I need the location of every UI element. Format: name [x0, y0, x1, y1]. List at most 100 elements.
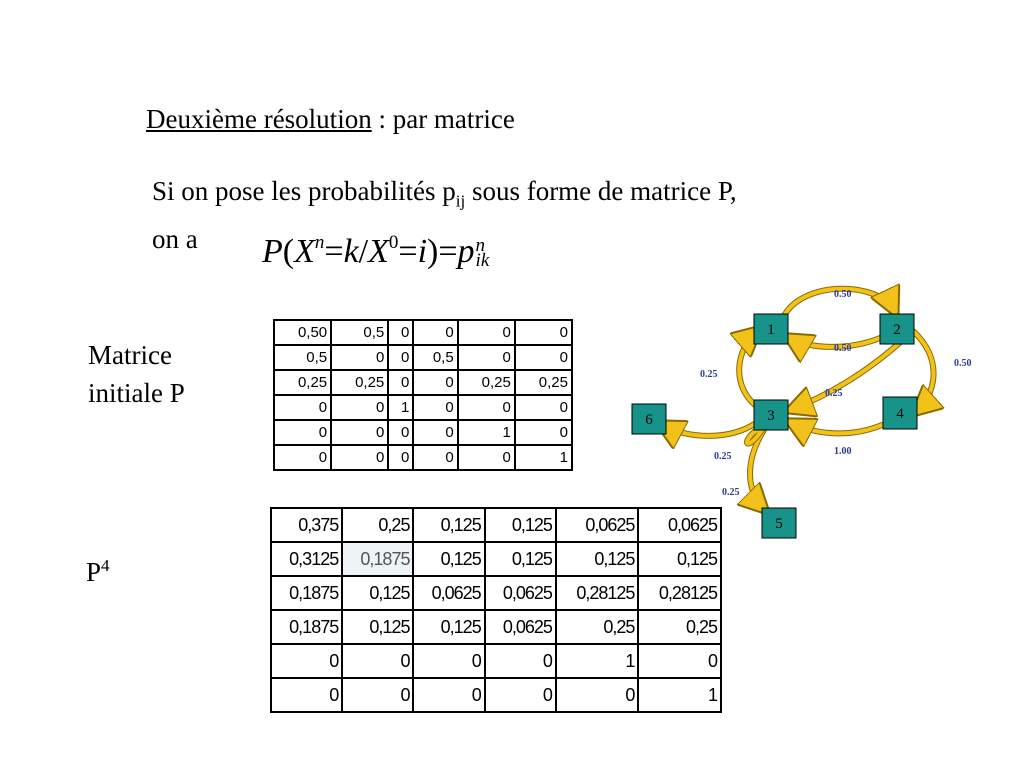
matrix-cell: 0	[637, 643, 722, 679]
matrix-cell: 0	[412, 643, 486, 679]
matrix-cell: 0,25	[272, 369, 333, 396]
matrix-cell: 0	[341, 643, 415, 679]
matrix-cell: 0,3125	[269, 541, 344, 577]
matrix-cell: 0	[456, 444, 516, 471]
matrix-cell: 0	[554, 677, 640, 713]
node-box	[882, 396, 918, 430]
edge-label: 0.50	[954, 358, 972, 369]
matrix-cell: 0	[456, 394, 516, 421]
formula-exp-0: 0	[388, 232, 399, 253]
matrix-cell: 0	[412, 369, 459, 396]
matrix-cell: 0	[513, 394, 574, 421]
markov-graph: 0.50 0.50 0.50 0.25 0.25 0.25 0.25 1.00 …	[631, 280, 972, 539]
matrix-cell: 0	[412, 444, 459, 471]
matrix-cell: 1	[513, 444, 574, 471]
matrix-cell: 0,25	[554, 609, 640, 645]
matrix-cell: 0	[387, 344, 415, 371]
graph-nodes: 1 2 3 4 5 6	[631, 313, 918, 539]
formula-p-lower: p	[457, 233, 475, 270]
matrix-cell: 0,25	[456, 369, 516, 396]
matrix-cell: 0	[513, 319, 574, 346]
matrix-cell: 0,0625	[554, 507, 640, 543]
slide-heading: Deuxième résolution : par matrice	[146, 104, 515, 135]
node-4: 4	[882, 396, 918, 430]
matrix-cell: 0,125	[554, 541, 640, 577]
matrix-cell: 0	[272, 444, 333, 471]
matrix-cell: 0,25	[341, 507, 415, 543]
edge-label: 0.25	[700, 369, 718, 380]
matrix-cell: 0,125	[412, 609, 486, 645]
matrix-cell: 0,1875	[269, 575, 344, 611]
node-5: 5	[761, 507, 797, 539]
formula-sub-ik: ik	[475, 250, 490, 271]
matrix-cell: 0,25	[637, 609, 722, 645]
edge-3-6	[660, 423, 759, 436]
matrix-cell: 0	[330, 419, 390, 446]
node-label: 1	[767, 322, 775, 338]
matrix-cell: 1	[554, 643, 640, 679]
matrix-cell: 1	[637, 677, 722, 713]
edge-label: 0.25	[714, 451, 732, 462]
matrix-cell: 0,5	[272, 344, 333, 371]
node-box	[879, 313, 915, 345]
matrix-cell: 0,0625	[483, 575, 557, 611]
label-p4-exponent: 4	[101, 556, 110, 575]
matrix-cell: 0,0625	[483, 609, 557, 645]
node-box	[761, 507, 797, 539]
node-2: 2	[879, 313, 915, 345]
matrix-cell: 0	[330, 394, 390, 421]
matrix-cell: 0,125	[412, 541, 486, 577]
node-3: 3	[753, 399, 789, 431]
label-p4: P4	[86, 556, 110, 588]
matrix-cell: 0	[412, 394, 459, 421]
formula-x1: X	[294, 233, 315, 270]
matrix-cell: 0,125	[412, 507, 486, 543]
matrix-cell: 0,0625	[412, 575, 486, 611]
formula-slash: /	[358, 233, 369, 270]
matrix-cell: 0,28125	[554, 575, 640, 611]
node-box	[753, 313, 789, 345]
edge-2-4	[912, 327, 934, 412]
matrix-cell: 0,1875	[269, 609, 344, 645]
formula-eq2: =	[398, 233, 418, 270]
heading-underlined: Deuxième résolution	[146, 104, 372, 134]
intro-subscript: ij	[455, 191, 466, 211]
matrix-cell: 0	[269, 677, 344, 713]
matrix-cell: 0	[412, 419, 459, 446]
matrix-cell: 0	[272, 394, 333, 421]
matrix-cell: 0,125	[341, 575, 415, 611]
matrix-cell: 0,125	[483, 507, 557, 543]
edge-label: 0.25	[825, 388, 843, 399]
matrix-cell: 0,125	[341, 609, 415, 645]
node-box	[631, 403, 667, 435]
intro-text: Si on pose les probabilités pij sous for…	[152, 172, 912, 258]
matrix-cell: 1	[456, 419, 516, 446]
matrix-cell: 0,125	[483, 541, 557, 577]
graph-edges	[660, 289, 934, 510]
formula-exp-n: n	[314, 232, 325, 253]
node-label: 5	[775, 516, 783, 532]
graph-edge-labels: 0.50 0.50 0.50 0.25 0.25 0.25 0.25 1.00	[700, 289, 972, 498]
intro-part2: sous forme de matrice P,	[465, 176, 737, 206]
edge-2-1	[788, 337, 883, 347]
node-label: 3	[767, 408, 775, 424]
matrix-cell: 0,1875	[341, 541, 415, 577]
node-label: 6	[645, 412, 653, 428]
matrix-cell: 0	[269, 643, 344, 679]
formula-p: P	[262, 233, 283, 270]
node-label: 4	[896, 406, 904, 422]
formula-open: (	[282, 233, 295, 270]
edge-label: 0.50	[834, 343, 852, 354]
matrix-cell: 0,0625	[637, 507, 722, 543]
